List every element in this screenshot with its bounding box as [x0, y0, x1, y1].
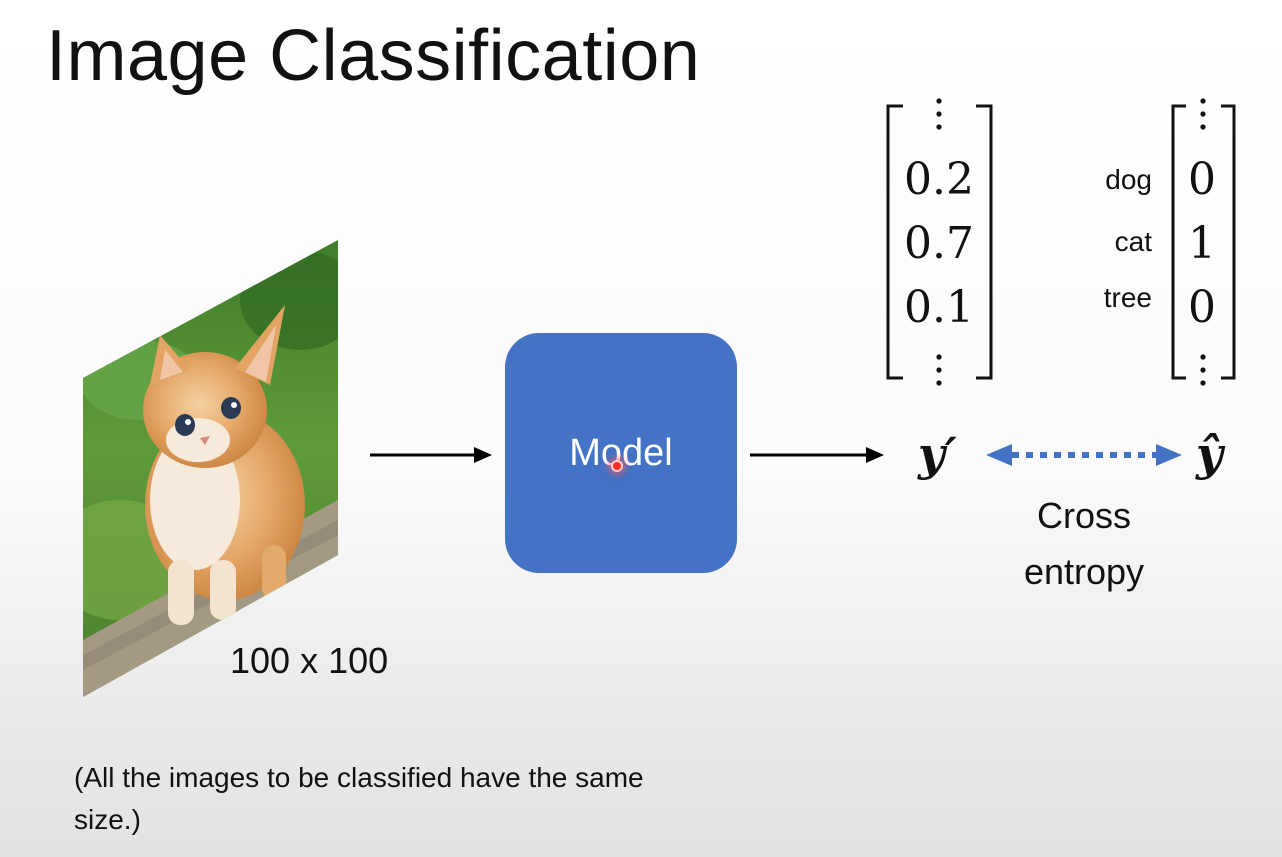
ground-truth-value-dog: 0 — [1188, 154, 1216, 205]
prediction-symbol: y′ — [918, 427, 957, 481]
prediction-value-tree: 0.1 — [904, 282, 974, 333]
image-size-label: 100 x 100 — [230, 640, 389, 681]
prediction-vector-ellipsis — [936, 98, 942, 386]
ground-truth-value-cat: 1 — [1188, 218, 1216, 269]
footnote: (All the images to be classified have th… — [74, 762, 644, 835]
slide-title: Image Classification — [46, 16, 701, 96]
kitten-photo-icon — [83, 240, 338, 697]
class-label-cat: cat — [1114, 226, 1152, 257]
dotted-double-arrow — [986, 444, 1182, 466]
prediction-vector-brackets — [886, 104, 993, 380]
ground-truth-symbol: ŷ — [1196, 427, 1223, 481]
ground-truth-vector-ellipsis — [1200, 98, 1206, 386]
loss-label: Cross entropy — [1023, 495, 1145, 592]
class-label-tree: tree — [1103, 282, 1152, 313]
ground-truth-vector-brackets — [1171, 104, 1236, 380]
prediction-value-dog: 0.2 — [904, 154, 974, 205]
model-box: Model — [505, 333, 737, 573]
arrow-model-to-prediction — [750, 447, 884, 463]
class-label-dog: dog — [1105, 164, 1152, 195]
arrow-image-to-model — [370, 447, 492, 463]
red-pointer-dot — [611, 460, 623, 472]
ground-truth-value-tree: 0 — [1188, 282, 1216, 333]
prediction-value-cat: 0.7 — [904, 218, 974, 269]
